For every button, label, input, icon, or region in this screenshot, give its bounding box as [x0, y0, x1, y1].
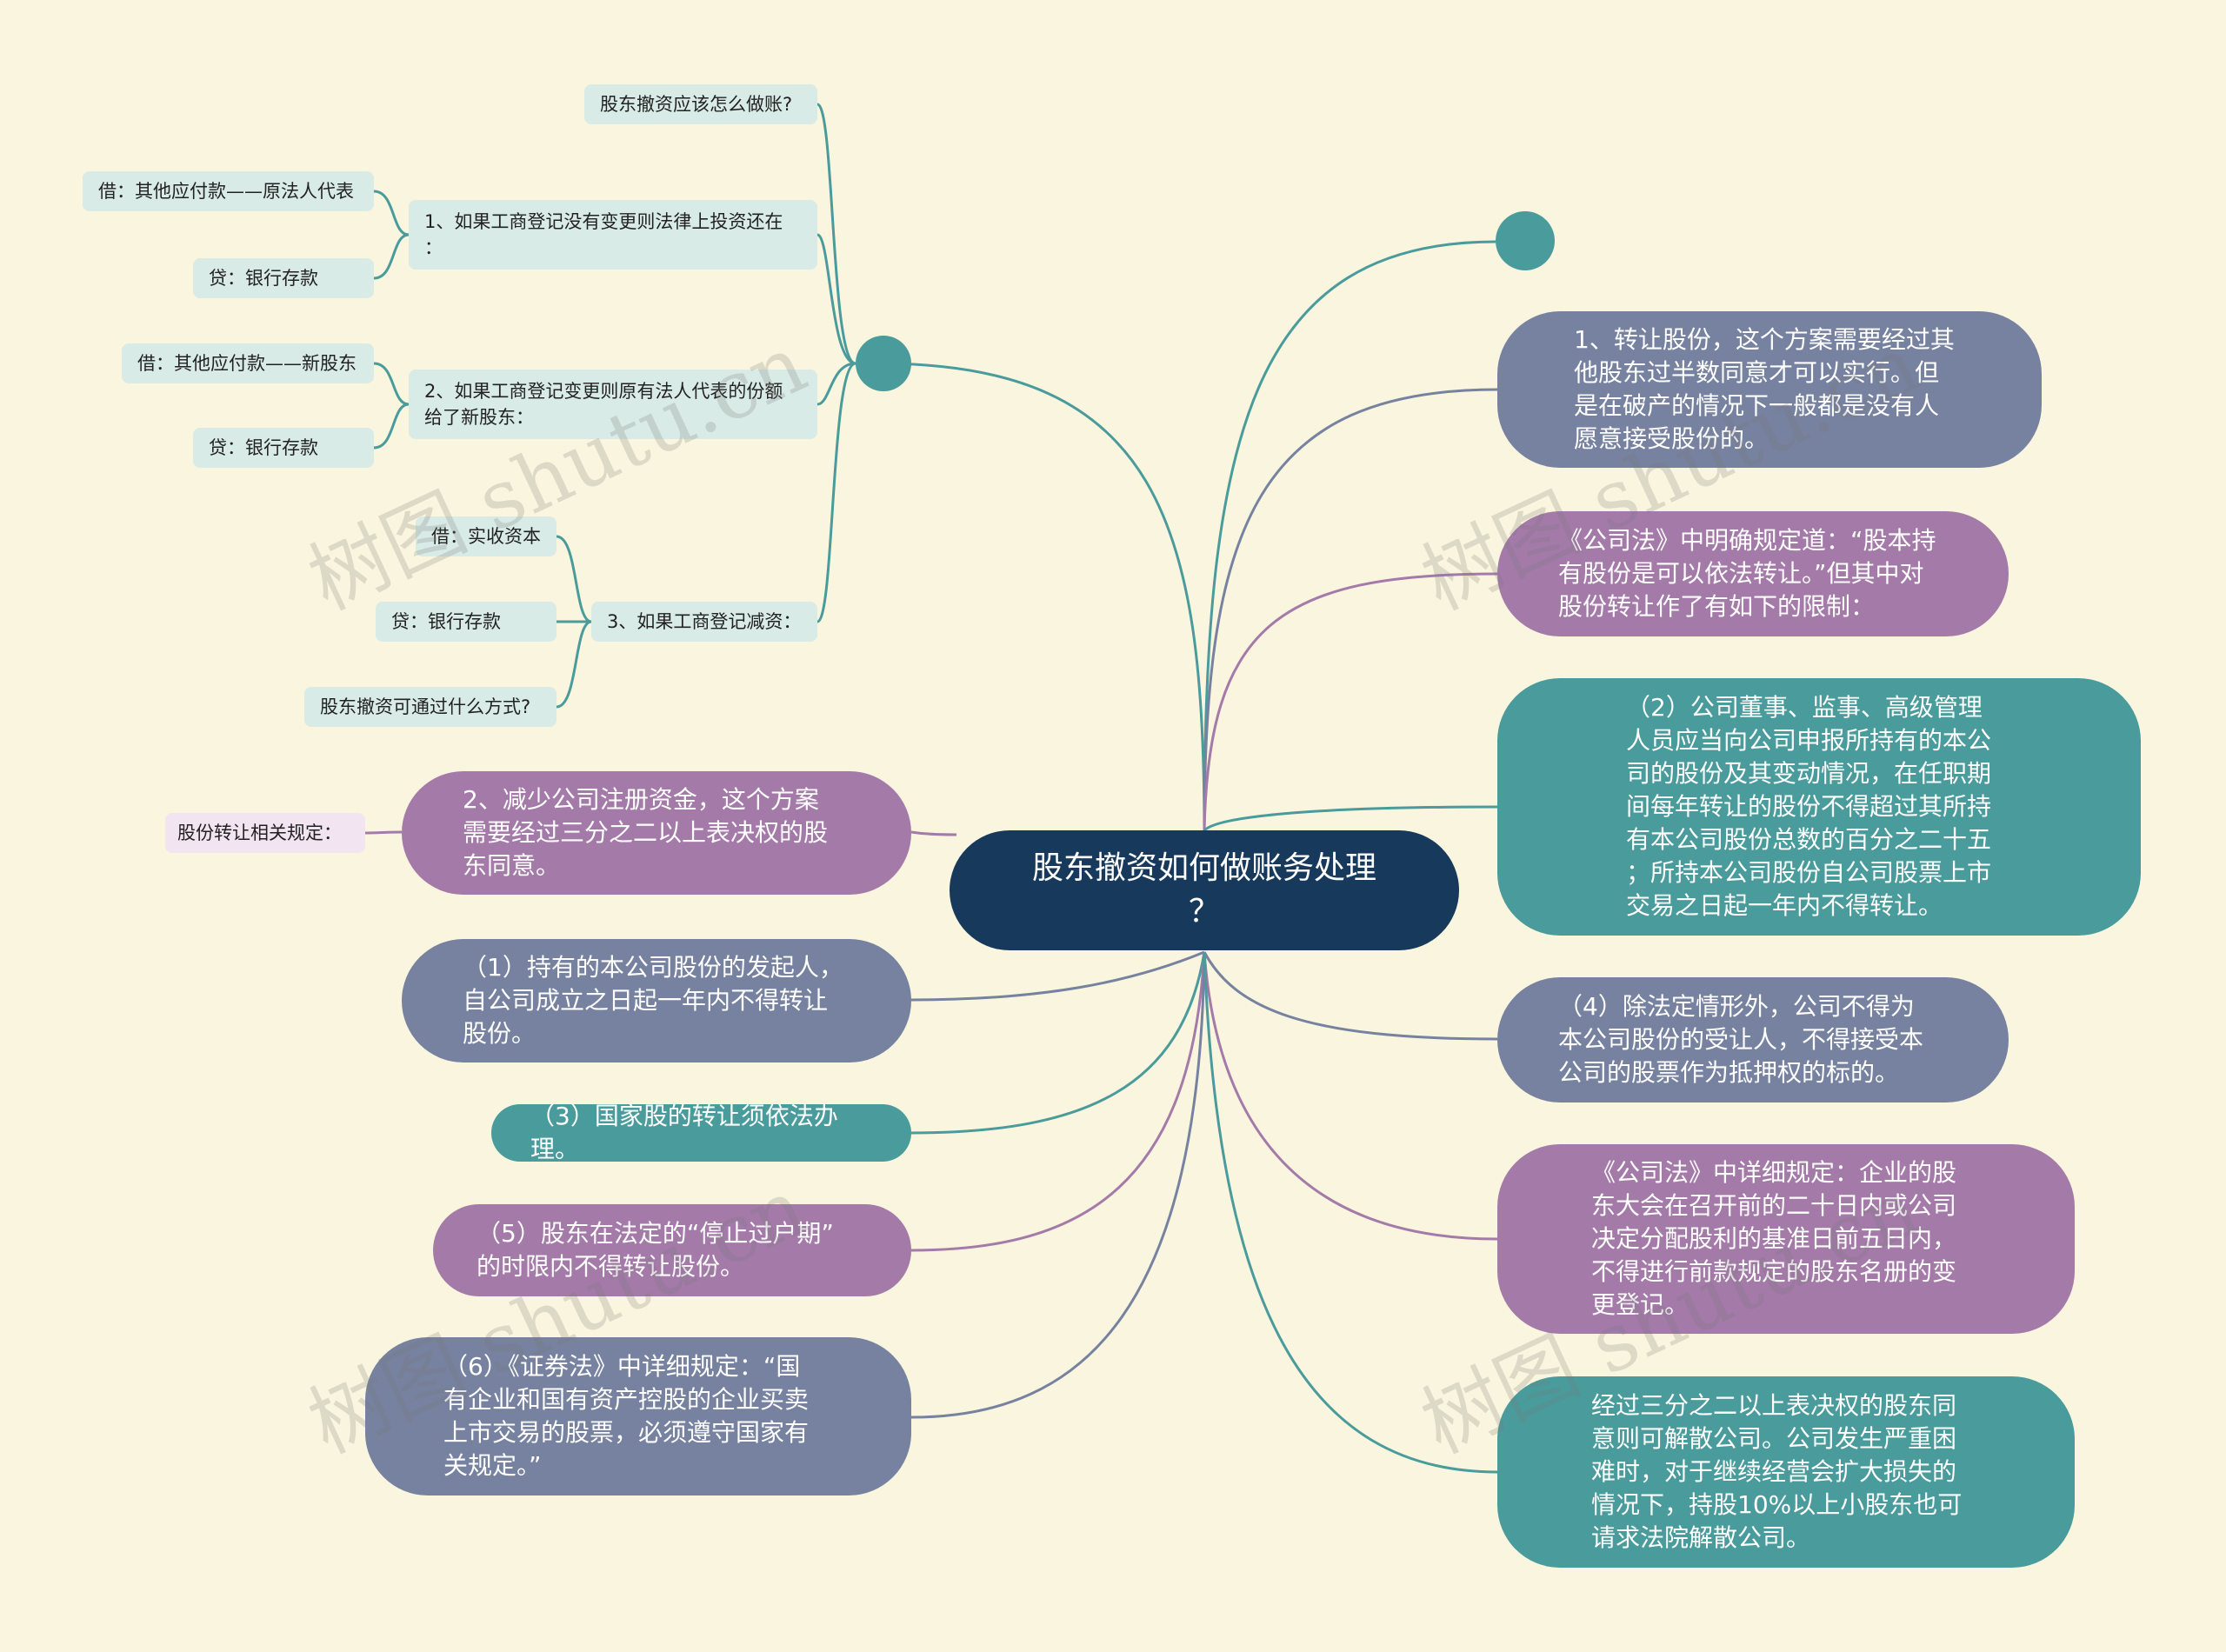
node-q1[interactable]: 股东撤资应该怎么做账?	[584, 84, 817, 124]
node-reduce-capital[interactable]: 2、减少公司注册资金，这个方案 需要经过三分之二以上表决权的股 东同意。	[402, 771, 911, 895]
link-root-hub	[883, 362, 1206, 831]
link-hub-case2	[816, 362, 856, 406]
node-case1-credit[interactable]: 贷：银行存款	[193, 258, 374, 298]
link-root-reduce	[910, 830, 957, 836]
node-rule3[interactable]: （3）国家股的转让须依法办理。	[491, 1102, 911, 1163]
link-root-rule4	[1203, 951, 1498, 1041]
link-hub-q1	[816, 103, 856, 365]
link-root-rule3	[910, 951, 1206, 1135]
link-case2-credit	[373, 403, 410, 450]
link-root-transfer	[1203, 388, 1498, 831]
node-company-law[interactable]: 《公司法》中明确规定道：“股本持 有股份是可以依法转让。”但其中对 股份转让作了…	[1497, 511, 2009, 636]
link-root-companylaw	[1203, 572, 1498, 831]
link-hub-case3	[816, 362, 856, 623]
link-root-register	[1203, 951, 1498, 1241]
node-case1[interactable]: 1、如果工商登记没有变更则法律上投资还在 ：	[409, 200, 817, 270]
link-case3-q2	[556, 620, 592, 709]
node-rule5[interactable]: （5）股东在法定的“停止过户期” 的时限内不得转让股份。	[433, 1204, 911, 1296]
link-root-rule5	[910, 951, 1206, 1252]
node-rule6[interactable]: （6）《证券法》中详细规定：“国 有企业和国有资产控股的企业买卖 上市交易的股票…	[365, 1337, 911, 1495]
node-case2-credit[interactable]: 贷：银行存款	[193, 428, 374, 468]
link-root-dot	[1203, 240, 1496, 831]
node-register[interactable]: 《公司法》中详细规定：企业的股 东大会在召开前的二十日内或公司 决定分配股利的基…	[1497, 1144, 2075, 1334]
link-root-rule2	[1203, 805, 1498, 832]
node-transfer-rules[interactable]: 股份转让相关规定：	[165, 813, 365, 853]
right-dot[interactable]	[1496, 211, 1555, 270]
link-hub-case1	[816, 233, 856, 365]
node-transfer[interactable]: 1、转让股份，这个方案需要经过其 他股东过半数同意才可以实行。但 是在破产的情况…	[1497, 311, 2042, 468]
link-root-dissolve	[1203, 951, 1498, 1474]
node-case1-debit[interactable]: 借：其他应付款——原法人代表	[83, 171, 374, 211]
node-case3-debit[interactable]: 借：实收资本	[416, 516, 556, 556]
link-root-rule6	[910, 951, 1206, 1419]
root-label: 股东撤资如何做账务处理 ？	[1031, 850, 1376, 929]
link-case3-debit	[556, 535, 592, 623]
root-node[interactable]: 股东撤资如何做账务处理 ？	[950, 830, 1459, 950]
node-case3[interactable]: 3、如果工商登记减资：	[591, 602, 817, 642]
link-case1-credit	[373, 233, 410, 280]
link-case2-debit	[373, 362, 410, 406]
node-rule4[interactable]: （4）除法定情形外，公司不得为 本公司股份的受让人，不得接受本 公司的股票作为抵…	[1497, 977, 2009, 1102]
node-case3-q2[interactable]: 股东撤资可通过什么方式?	[304, 687, 556, 727]
node-rule1[interactable]: （1）持有的本公司股份的发起人， 自公司成立之日起一年内不得转让 股份。	[402, 939, 911, 1062]
node-case2-debit[interactable]: 借：其他应付款——新股东	[122, 343, 374, 383]
node-case2[interactable]: 2、如果工商登记变更则原有法人代表的份额 给了新股东：	[409, 370, 817, 439]
link-root-rule1	[910, 950, 1205, 1002]
node-rule2[interactable]: （2）公司董事、监事、高级管理 人员应当向公司申报所持有的本公 司的股份及其变动…	[1497, 678, 2141, 936]
left-hub-dot[interactable]	[856, 336, 911, 391]
link-case1-debit	[373, 190, 410, 236]
link-reduce-rules	[364, 830, 403, 835]
node-case3-credit[interactable]: 贷：银行存款	[376, 602, 556, 642]
node-dissolve[interactable]: 经过三分之二以上表决权的股东同 意则可解散公司。公司发生严重困 难时，对于继续经…	[1497, 1376, 2075, 1568]
